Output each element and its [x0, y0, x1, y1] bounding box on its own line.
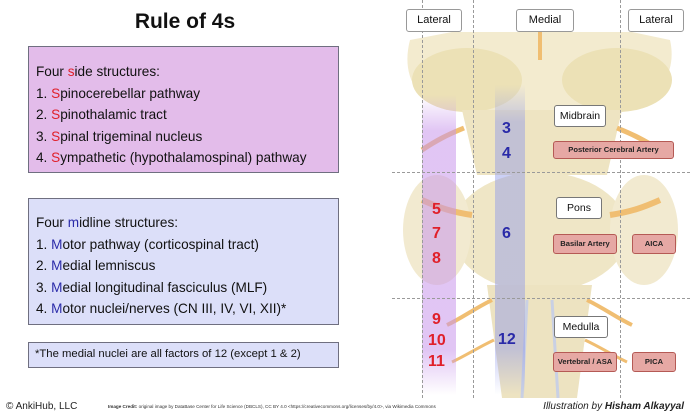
medial-number-6: 6: [502, 225, 511, 242]
side-item-2: 2. Spinothalamic tract: [36, 107, 167, 122]
header-lateral-right: Lateral: [628, 9, 684, 32]
side-structures-heading: Four side structures:: [36, 64, 160, 79]
medial-number-3: 3: [502, 120, 511, 137]
divider-lateral-left: [422, 0, 423, 398]
divider-medial-right: [620, 0, 621, 398]
medial-number-12: 12: [498, 331, 516, 348]
divider-medial-left: [473, 0, 474, 398]
artery-posterior-cerebral: Posterior Cerebral Artery: [553, 141, 674, 159]
lateral-number-9: 9: [432, 311, 441, 328]
midline-item-4: 4. Motor nuclei/nerves (CN III, IV, VI, …: [36, 301, 287, 316]
lateral-number-7: 7: [432, 225, 441, 242]
side-item-1: 1. Spinocerebellar pathway: [36, 85, 201, 101]
artery-basilar: Basilar Artery: [553, 234, 617, 254]
lateral-number-11: 11: [428, 353, 445, 370]
image-credit: Image Credit: original image by DataBase…: [108, 404, 436, 409]
lateral-number-10: 10: [428, 332, 446, 349]
lateral-number-5: 5: [432, 201, 441, 218]
illustration-credit: Illustration by Hisham Alkayyal: [543, 401, 684, 412]
label-midbrain: Midbrain: [554, 105, 606, 127]
brainstem-diagram: Lateral Medial Lateral Midbrain Pons Med…: [392, 0, 690, 398]
side-structures-box: Four side structures: 1. Spinocerebellar…: [28, 46, 339, 173]
midline-item-1: 1. Motor pathway (corticospinal tract): [36, 236, 259, 252]
medial-column-highlight: [495, 85, 525, 395]
side-item-3: 3. Spinal trigeminal nucleus: [36, 128, 203, 144]
lateral-column-highlight: [422, 95, 456, 395]
divider-pons-medulla: [392, 298, 690, 299]
divider-midbrain-pons: [392, 172, 690, 173]
midline-structures-heading: Four midline structures:: [36, 215, 179, 230]
factors-note: *The medial nuclei are all factors of 12…: [28, 342, 339, 368]
medial-number-4: 4: [502, 145, 511, 162]
midline-item-2: 2. Medial lemniscus: [36, 258, 156, 273]
midline-item-3: 3. Medial longitudinal fasciculus (MLF): [36, 279, 268, 295]
lateral-number-8: 8: [432, 250, 441, 267]
page-title: Rule of 4s: [134, 10, 236, 33]
header-medial: Medial: [516, 9, 574, 32]
header-lateral-left: Lateral: [406, 9, 462, 32]
label-medulla: Medulla: [554, 316, 608, 338]
artery-pica: PICA: [632, 352, 676, 372]
midline-structures-box: Four midline structures: 1. Motor pathwa…: [28, 198, 339, 325]
side-item-4: 4. Sympathetic (hypothalamospinal) pathw…: [36, 150, 307, 165]
artery-aica: AICA: [632, 234, 676, 254]
artery-vertebral-asa: Vertebral / ASA: [553, 352, 617, 372]
label-pons: Pons: [556, 197, 602, 219]
copyright: © AnkiHub, LLC: [6, 401, 78, 412]
